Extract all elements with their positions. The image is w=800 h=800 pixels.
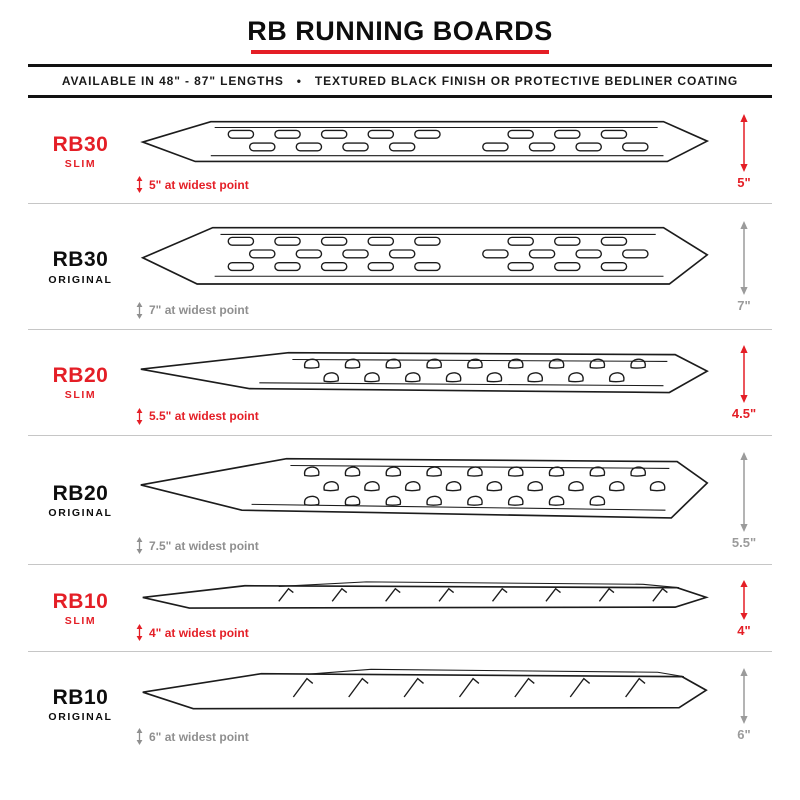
height-measure: 4.5" — [716, 345, 772, 421]
rb10-original-board-illustration — [142, 669, 708, 710]
row-rb30-slim: RB30 SLIM 5" at widest point 5" — [28, 98, 772, 205]
running-boards-diagram: RB RUNNING BOARDS AVAILABLE IN 48" - 87"… — [28, 16, 772, 755]
variant-name: SLIM — [64, 615, 97, 628]
row-rb20-original: RB20 ORIGINAL 7.5" at widest point 5.5" — [28, 436, 772, 566]
variant-name: ORIGINAL — [48, 710, 113, 723]
height-measure: 4" — [716, 580, 772, 638]
rb10-slim-board-illustration — [142, 581, 709, 610]
width-note: 7" at widest point — [135, 301, 716, 319]
board-label: RB20 ORIGINAL — [28, 482, 133, 520]
width-note-text: 6" at widest point — [149, 729, 249, 744]
row-rb10-slim: RB10 SLIM 4" at widest point 4" — [28, 565, 772, 653]
model-name: RB20 — [52, 482, 109, 506]
board-drawing-area: 7" at widest point — [133, 216, 716, 319]
rb30-original-board-illustration — [140, 227, 709, 286]
height-arrow-icon — [740, 667, 748, 724]
variant-name: ORIGINAL — [48, 273, 113, 286]
variant-name: SLIM — [64, 157, 97, 170]
updown-arrow-icon — [136, 728, 143, 746]
updown-arrow-icon — [136, 537, 143, 555]
height-measure: 6" — [716, 667, 772, 742]
board-drawing-area: 6" at widest point — [133, 664, 716, 746]
model-name: RB10 — [52, 685, 109, 709]
height-label: 5.5" — [731, 535, 757, 551]
bullet-separator: • — [296, 74, 302, 88]
subtitle-lengths: AVAILABLE IN 48" - 87" LENGTHS — [61, 74, 284, 88]
updown-arrow-icon — [136, 624, 143, 642]
height-label: 6" — [737, 726, 751, 742]
board-label: RB10 ORIGINAL — [28, 685, 133, 723]
height-measure: 5.5" — [716, 452, 772, 550]
row-rb10-original: RB10 ORIGINAL 6" at widest point 6" — [28, 652, 772, 755]
height-measure: 5" — [716, 113, 772, 190]
width-note: 7.5" at widest point — [135, 537, 716, 555]
height-label: 4.5" — [731, 406, 757, 422]
width-note-text: 7.5" at widest point — [149, 538, 259, 553]
height-label: 5" — [737, 174, 751, 190]
subtitle-bar: AVAILABLE IN 48" - 87" LENGTHS • TEXTURE… — [28, 64, 772, 98]
title-underline — [251, 50, 549, 54]
board-label: RB10 SLIM — [28, 590, 133, 628]
rb30-slim-board-illustration — [140, 120, 710, 163]
height-arrow-icon — [740, 580, 748, 621]
board-drawing-area: 4" at widest point — [133, 577, 716, 642]
width-note: 4" at widest point — [135, 624, 716, 642]
row-rb30-original: RB30 ORIGINAL 7" at widest point 7" — [28, 204, 772, 330]
model-name: RB30 — [52, 132, 109, 156]
height-label: 7" — [737, 298, 751, 314]
height-arrow-icon — [740, 452, 748, 533]
subtitle-finish: TEXTURED BLACK FINISH OR PROTECTIVE BEDL… — [314, 74, 739, 88]
model-name: RB30 — [52, 248, 109, 272]
board-drawing-area: 5.5" at widest point — [133, 342, 716, 425]
height-label: 4" — [737, 623, 751, 639]
height-arrow-icon — [740, 221, 748, 296]
board-label: RB30 SLIM — [28, 132, 133, 170]
model-name: RB10 — [52, 590, 109, 614]
variant-name: SLIM — [64, 389, 97, 402]
width-note: 6" at widest point — [135, 728, 716, 746]
model-name: RB20 — [52, 364, 109, 388]
variant-name: ORIGINAL — [48, 507, 113, 520]
width-note-text: 5.5" at widest point — [149, 409, 259, 424]
width-note-text: 7" at widest point — [149, 303, 249, 318]
rb20-original-board-illustration — [140, 457, 709, 519]
page-title: RB RUNNING BOARDS — [247, 16, 553, 46]
width-note-text: 5" at widest point — [149, 177, 249, 192]
board-label: RB30 ORIGINAL — [28, 248, 133, 286]
height-measure: 7" — [716, 221, 772, 313]
updown-arrow-icon — [136, 301, 143, 319]
height-arrow-icon — [740, 113, 748, 172]
board-label: RB20 SLIM — [28, 364, 133, 402]
width-note: 5.5" at widest point — [135, 407, 716, 425]
width-note: 5" at widest point — [135, 176, 716, 194]
width-note-text: 4" at widest point — [149, 625, 249, 640]
row-rb20-slim: RB20 SLIM 5.5" at widest point 4.5" — [28, 330, 772, 436]
updown-arrow-icon — [136, 176, 143, 194]
board-drawing-area: 5" at widest point — [133, 110, 716, 194]
board-drawing-area: 7.5" at widest point — [133, 448, 716, 555]
height-arrow-icon — [740, 345, 748, 404]
updown-arrow-icon — [136, 407, 143, 425]
rb20-slim-board-illustration — [140, 351, 709, 394]
